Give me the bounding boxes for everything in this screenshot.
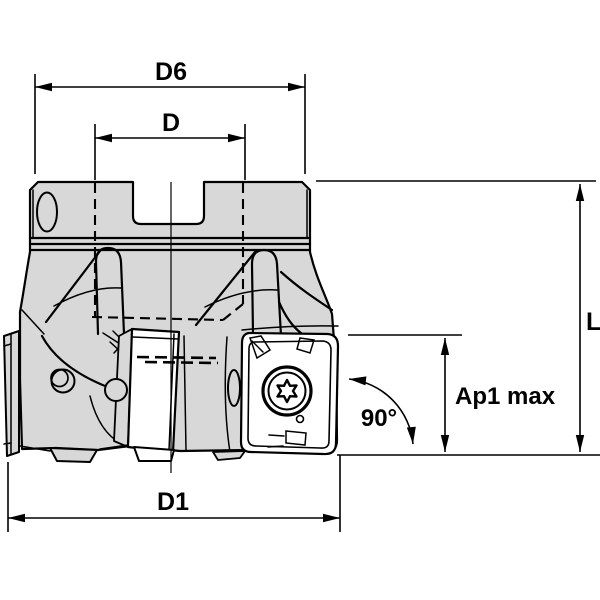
torx-star — [276, 378, 298, 404]
dimension-label-l: L — [586, 308, 600, 336]
collar-hole — [36, 191, 58, 233]
insert-left — [104, 327, 181, 462]
arrowhead — [228, 133, 245, 143]
body-screw-hole — [50, 368, 76, 394]
insert-right-inner-contour — [247, 340, 332, 449]
hidden-lines — [91, 183, 245, 365]
collar-chamfer-lines — [32, 189, 308, 238]
pocket-slot — [227, 369, 241, 407]
arrowhead — [575, 184, 585, 201]
dimension-label-ap1-max: Ap1 max — [455, 383, 556, 410]
insert-corner-details — [249, 335, 315, 448]
arrowhead — [575, 435, 585, 452]
arrowhead — [8, 513, 25, 523]
dimension-d: D — [94, 109, 246, 180]
flute-right — [183, 248, 334, 453]
angle-90: 90° — [348, 376, 416, 445]
bottom-insert-tips — [19, 444, 246, 463]
arrowhead — [288, 82, 305, 92]
arrowhead — [440, 435, 450, 452]
dimension-label-d6: D6 — [155, 58, 187, 86]
screw-dot — [295, 414, 305, 424]
dimension-label-d: D — [162, 109, 180, 137]
dimension-l: L — [316, 180, 600, 456]
clamp-ball — [104, 378, 128, 402]
arrowhead — [95, 133, 112, 143]
dimension-d1: D1 — [7, 455, 341, 532]
angle-label-90: 90° — [361, 405, 397, 432]
insert-left-tip — [133, 446, 175, 462]
dimension-label-d1: D1 — [157, 488, 189, 516]
arrowhead — [440, 338, 450, 355]
arrowhead — [406, 426, 416, 444]
dimension-ap1-max: Ap1 max — [348, 334, 556, 452]
insert-right — [239, 325, 340, 456]
insert-side-left — [3, 330, 20, 457]
dimension-d6: D6 — [34, 58, 306, 174]
torx-screw — [261, 365, 313, 424]
arrowhead — [35, 82, 52, 92]
arrowhead — [323, 513, 340, 523]
arrowhead — [349, 376, 367, 386]
